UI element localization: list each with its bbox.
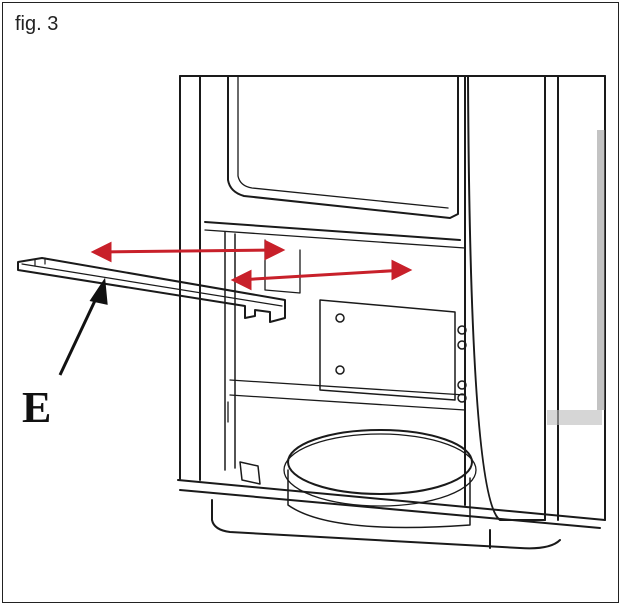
stove-base [177,479,606,529]
side-shading [597,130,605,410]
ash-pan [287,429,473,495]
movement-arrows [90,239,413,291]
wing-nut-icon [335,313,467,403]
part-e-bar [17,257,286,323]
upper-double-arrow [97,248,279,254]
stove-left-side [179,75,201,481]
inner-plate [319,299,456,401]
base-handle [239,461,261,485]
part-label-e: E [22,383,52,432]
pointer-arrow [58,277,108,376]
door-bottom-edge [204,221,461,241]
lower-double-arrow [237,268,406,282]
door-glass [227,75,459,219]
figure-label: fig. 3 [15,13,59,35]
stove-right-panel [464,75,606,521]
firebox-left-wall [224,231,236,471]
stove-front-pillar [467,75,546,521]
